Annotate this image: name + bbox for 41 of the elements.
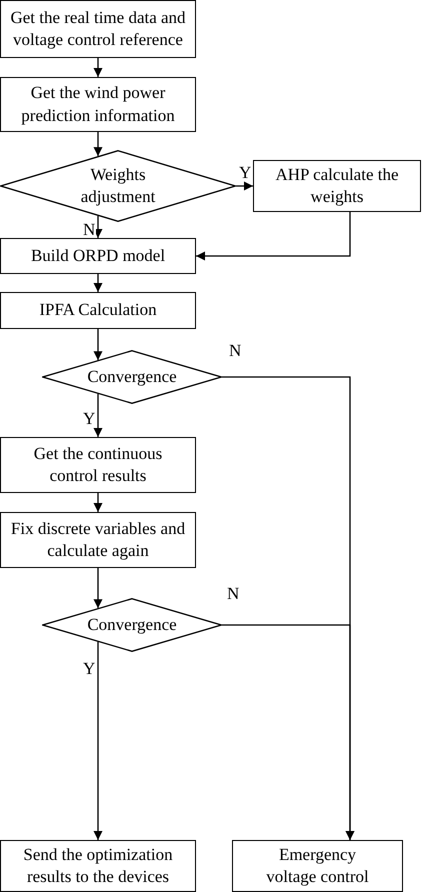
- node-text: Emergency voltage control: [265, 844, 370, 888]
- arrow: [94, 329, 102, 360]
- node-text: Fix discrete variables and calculate again: [10, 518, 186, 562]
- node-text: Get the continuous control results: [32, 442, 164, 487]
- process-box: [0, 840, 196, 892]
- decision-diamond: [42, 598, 222, 652]
- arrow: [94, 493, 102, 512]
- process-box: [253, 160, 421, 212]
- process-box: [0, 437, 196, 493]
- node-text: Weights adjustment: [80, 164, 156, 208]
- process-box: [0, 0, 196, 58]
- node-text: Convergence: [87, 614, 177, 636]
- edge-label: N: [228, 342, 242, 359]
- arrow: [94, 132, 102, 156]
- edge-label: Y: [82, 660, 96, 677]
- node-text: Get the real time data and voltage control reference: [9, 6, 187, 51]
- node-text: IPFA Calculation: [39, 299, 157, 322]
- node-text: Build ORPD model: [30, 244, 166, 267]
- arrow: [94, 568, 102, 608]
- arrow: [94, 394, 102, 437]
- arrow: [94, 274, 102, 292]
- arrow: [94, 58, 102, 77]
- node-text: Convergence: [87, 366, 177, 388]
- node-text: Get the wind power prediction information: [20, 82, 176, 127]
- process-box: [0, 292, 196, 329]
- arrow: [236, 182, 253, 190]
- process-box: [0, 77, 196, 132]
- edge-label: Y: [82, 410, 96, 427]
- decision-diamond: [42, 350, 222, 404]
- node-text: AHP calculate the weights: [274, 164, 400, 208]
- arrow: [196, 212, 351, 260]
- edge-label: N: [226, 585, 240, 602]
- decision-diamond: [0, 150, 236, 222]
- arrow: [94, 642, 102, 840]
- process-box: [0, 238, 196, 274]
- process-box: [232, 840, 403, 892]
- edge-label: N: [82, 221, 96, 238]
- node-text: Send the optimization results to the devices: [22, 844, 174, 888]
- arrow: [222, 624, 354, 840]
- edge-label: Y: [238, 164, 252, 181]
- process-box: [0, 512, 196, 568]
